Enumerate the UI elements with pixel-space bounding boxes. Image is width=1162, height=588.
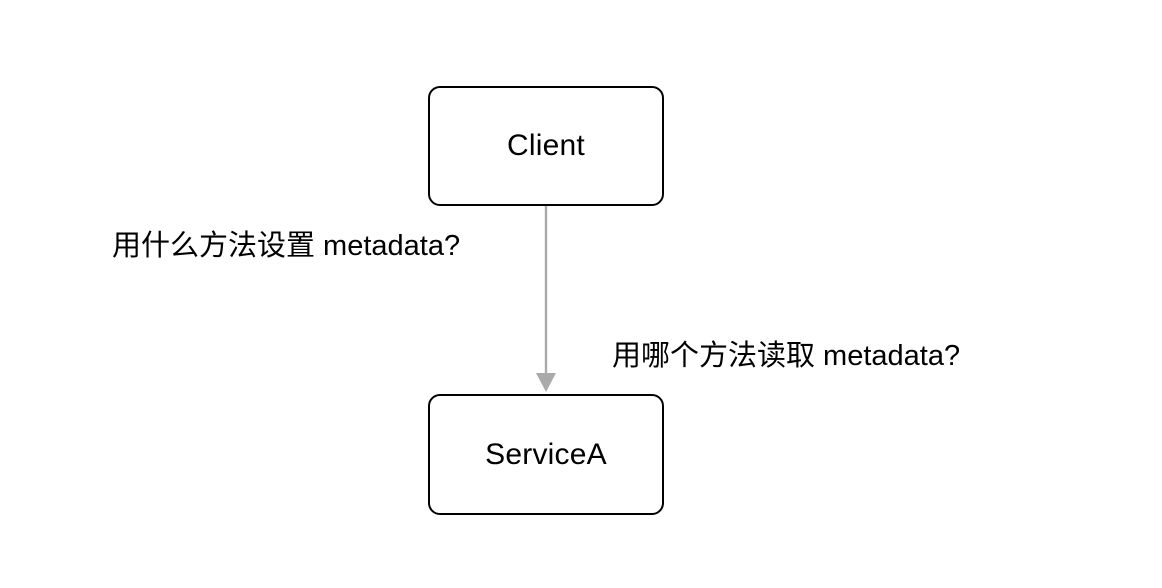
edge-arrowhead-icon [536,373,556,392]
node-servicea[interactable]: ServiceA [428,394,664,515]
edge-label-set-metadata: 用什么方法设置 metadata? [112,230,461,262]
edge-client-to-servicea [536,206,556,392]
node-client[interactable]: Client [428,86,664,206]
edge-label-get-metadata: 用哪个方法读取 metadata? [612,340,961,372]
node-client-label: Client [507,129,585,162]
node-servicea-label: ServiceA [485,437,607,471]
